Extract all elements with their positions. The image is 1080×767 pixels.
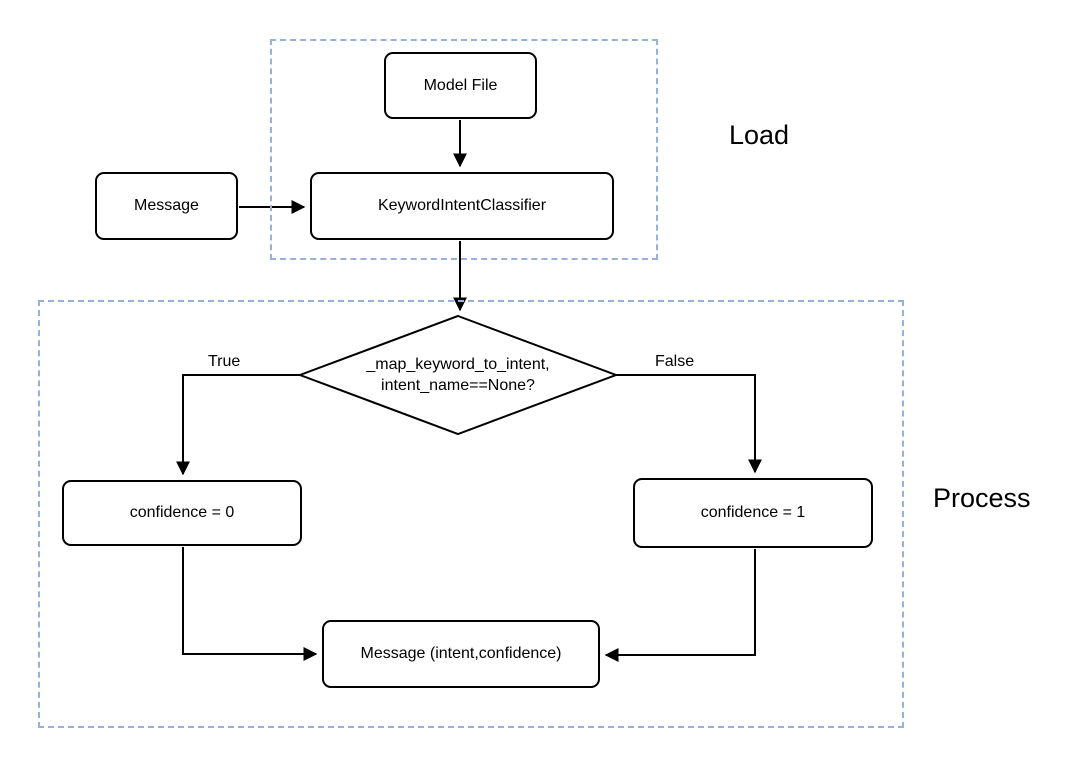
- message-output-node: Message (intent,confidence): [322, 620, 600, 688]
- decision-node-label: _map_keyword_to_intent, intent_name==Non…: [318, 345, 598, 405]
- true-branch-label: True: [208, 353, 241, 370]
- keyword-intent-classifier-node: KeywordIntentClassifier: [310, 172, 614, 240]
- confidence-one-label: confidence = 1: [700, 504, 806, 521]
- process-region-boundary: [38, 300, 904, 728]
- message-input-label: Message: [134, 197, 199, 214]
- decision-label-line2: intent_name==None?: [381, 377, 535, 394]
- confidence-zero-node: confidence = 0: [62, 480, 302, 546]
- model-file-node: Model File: [384, 52, 537, 119]
- message-output-label: Message (intent,confidence): [360, 645, 562, 662]
- load-region-label: Load: [729, 120, 790, 150]
- decision-label-line1: _map_keyword_to_intent,: [366, 356, 550, 373]
- load-region-boundary: [270, 39, 658, 260]
- confidence-zero-label: confidence = 0: [129, 504, 235, 521]
- confidence-one-node: confidence = 1: [633, 478, 873, 548]
- model-file-label: Model File: [423, 76, 498, 94]
- message-input-node: Message: [95, 172, 238, 240]
- keyword-intent-classifier-label: KeywordIntentClassifier: [377, 197, 547, 214]
- process-region-label: Process: [933, 483, 1031, 513]
- false-branch-label: False: [655, 353, 695, 370]
